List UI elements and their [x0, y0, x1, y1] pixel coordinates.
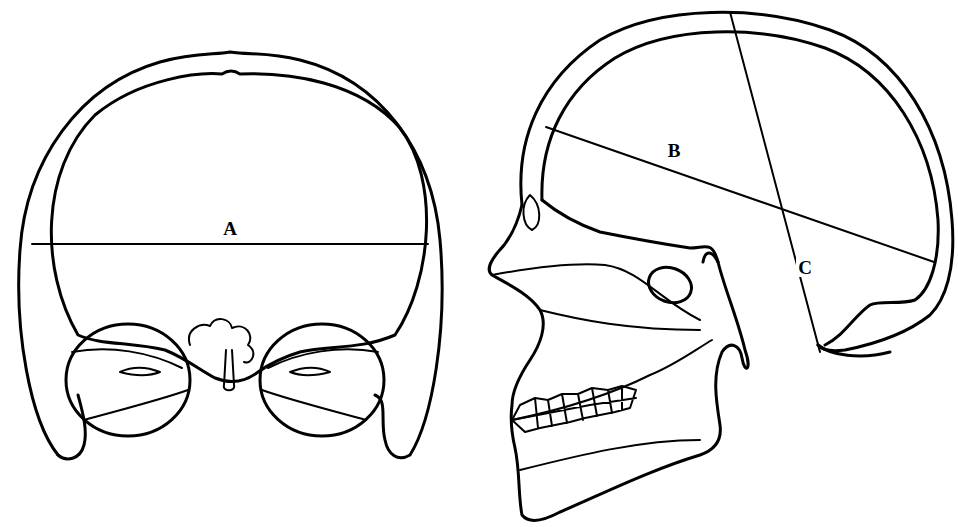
skull-outer-frontal: [19, 52, 442, 458]
maxilla-line: [492, 264, 700, 330]
skull-base-lateral: [542, 200, 718, 262]
measurement-label: B: [666, 141, 683, 160]
orbit-fissure-right: [262, 349, 378, 420]
face-profile: [489, 205, 748, 521]
measure-line-c: [730, 12, 820, 352]
measure-line-b: [546, 127, 934, 262]
nasal-region: [189, 319, 253, 390]
skull-outer-lateral: [521, 12, 953, 350]
orbit-right: [260, 324, 384, 436]
zygomatic-opening: [644, 262, 697, 309]
skull-inner-frontal: [51, 71, 426, 381]
measurement-label: C: [796, 258, 814, 277]
orbit-left: [66, 324, 190, 436]
skull-section-cut: [818, 345, 890, 356]
measurement-label: A: [221, 219, 239, 238]
skull-inner-lateral: [542, 32, 938, 345]
mandible-line: [512, 340, 712, 470]
frontal-sinus: [523, 195, 539, 230]
measure-line-a: [32, 243, 428, 245]
orbit-fissure-left: [72, 349, 188, 420]
teeth: [512, 386, 636, 432]
